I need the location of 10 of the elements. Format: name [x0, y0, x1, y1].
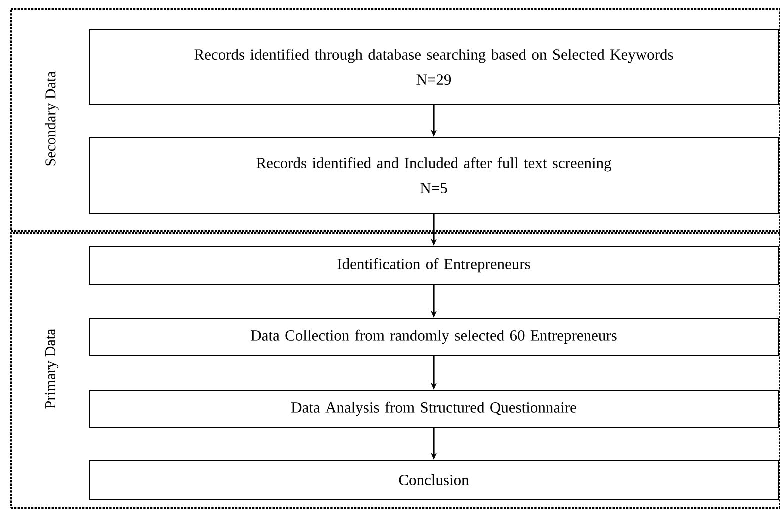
section-band	[10, 8, 780, 232]
section-band	[10, 232, 780, 509]
process-box: Identification of Entrepreneurs	[89, 246, 779, 285]
process-box: Conclusion	[89, 460, 779, 500]
process-box: Records identified through database searching based on Selected Keywords N=29	[89, 29, 779, 105]
section-label: Primary Data	[45, 329, 59, 409]
process-box: Data Collection from randomly selected 60 Entrepreneurs	[89, 318, 779, 356]
process-box: Data Analysis from Structured Questionnaire	[89, 390, 779, 428]
process-box: Records identified and Included after full text screening N=5	[89, 137, 779, 214]
section-label: Secondary Data	[45, 72, 59, 166]
